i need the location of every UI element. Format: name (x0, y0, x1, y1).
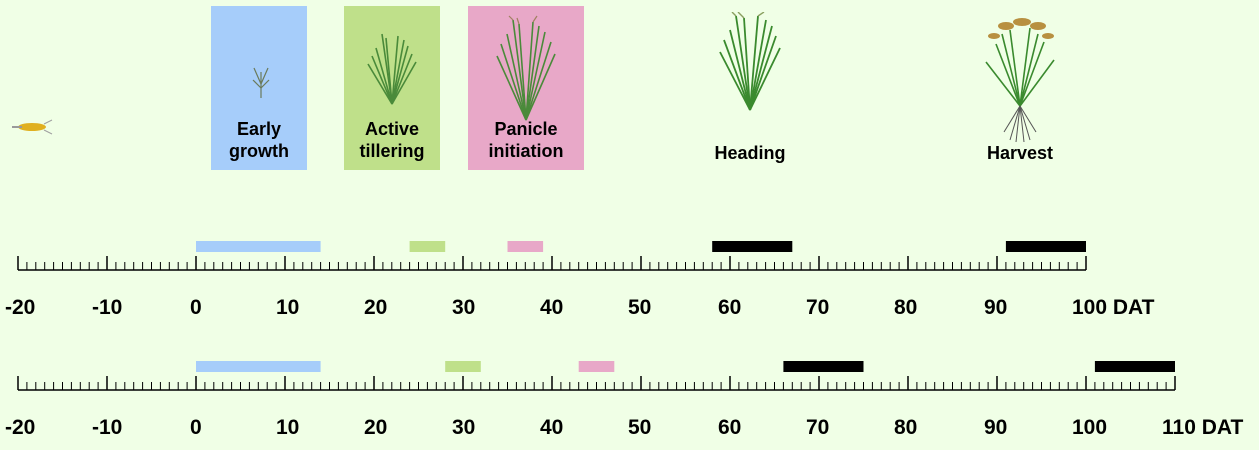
seedling-icon (252, 67, 270, 98)
tick-label: 0 (190, 296, 202, 319)
stage-label-early-growth: Early growth (229, 119, 289, 161)
harvest-plant-icon (985, 18, 1055, 143)
tillering-plant-icon (367, 33, 417, 105)
stage-label-harvest: Harvest (986, 143, 1054, 163)
heading-plant-icon (719, 12, 781, 111)
phase-bar-harvest (1005, 241, 1086, 252)
tick-label: 40 (540, 416, 563, 439)
stage-label-panicle-initiation: Panicle initiation (488, 119, 564, 161)
early-growth-box (211, 6, 307, 170)
seed-icon (12, 119, 53, 135)
phase-bar-early-growth (196, 241, 321, 252)
stage-label-active-tillering: Active tillering (359, 119, 425, 161)
tick-label: 10 (276, 296, 299, 319)
panicle-initiation-box (468, 6, 584, 170)
tick-label: 40 (540, 296, 563, 319)
tick-label: 30 (452, 416, 475, 439)
phase-bar-active-tillering (409, 241, 446, 252)
tick-label: 30 (452, 296, 475, 319)
tick-label: 90 (984, 296, 1007, 319)
phase-bar-active-tillering (445, 361, 481, 372)
phase-bar-early-growth (196, 361, 321, 372)
stage-label-heading: Heading (714, 143, 786, 163)
tick-label: 20 (364, 296, 387, 319)
panicle-plant-icon (496, 15, 556, 121)
tick-label: 80 (894, 296, 917, 319)
tick-label: -20 (5, 416, 35, 439)
tick-label: 60 (718, 416, 741, 439)
phase-bar-heading (712, 241, 793, 252)
tick-label: 20 (364, 416, 387, 439)
tick-label: 70 (806, 416, 829, 439)
tick-label: 50 (628, 296, 651, 319)
tick-label: -10 (92, 296, 122, 319)
timeline-110-dat: -20 -10 0 10 20 30 40 50 60 70 80 90 100 110 DAT (5, 361, 1243, 439)
active-tillering-box (344, 6, 440, 170)
tick-label: 100 DAT (1072, 296, 1155, 319)
tick-label: 100 (1072, 416, 1107, 439)
phase-bar-heading (783, 361, 864, 372)
phase-bar-harvest (1094, 361, 1175, 372)
tick-label: 70 (806, 296, 829, 319)
tick-label: 10 (276, 416, 299, 439)
tick-label: -10 (92, 416, 122, 439)
phase-bar-panicle-initiation (578, 361, 615, 372)
tick-label: 50 (628, 416, 651, 439)
tick-label: 60 (718, 296, 741, 319)
phase-bar-panicle-initiation (507, 241, 544, 252)
tick-label: 0 (190, 416, 202, 439)
tick-label: 80 (894, 416, 917, 439)
timeline-100-dat: -20 -10 0 10 20 30 40 50 60 70 80 90 100 DAT (5, 241, 1155, 319)
tick-label: 90 (984, 416, 1007, 439)
tick-label: -20 (5, 296, 35, 319)
tick-label: 110 DAT (1162, 416, 1243, 439)
